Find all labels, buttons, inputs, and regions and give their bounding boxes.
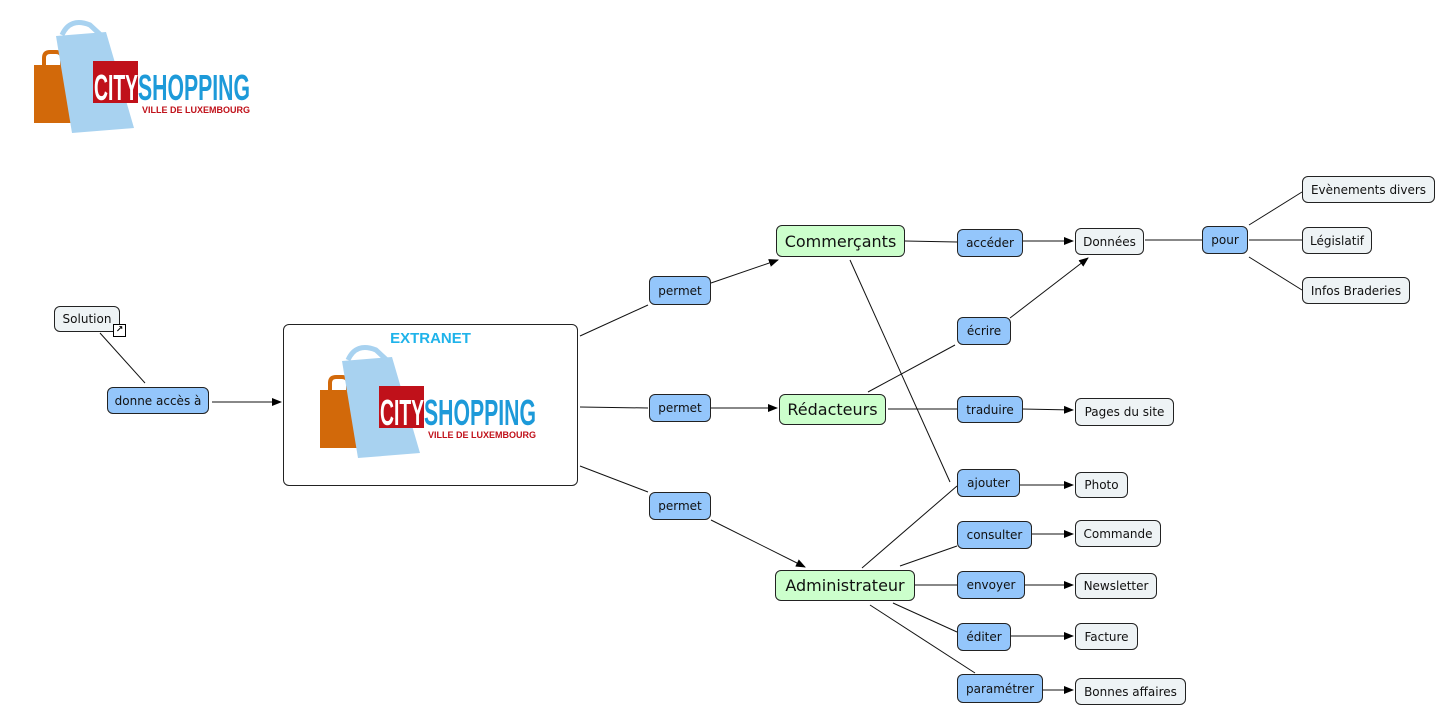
concept-legislatif[interactable]: Législatif [1302,227,1372,254]
concept-administrateur[interactable]: Administrateur [775,570,915,601]
extranet-node[interactable]: EXTRANET CITY SHOPPING VILLE DE LUXEMBOU… [283,324,578,486]
logo-shopping-text: SHOPPING [138,67,250,108]
logo-cityshopping: CITY SHOPPING VILLE DE LUXEMBOURG [34,20,250,133]
line-connector [579,304,649,337]
concept-braderies[interactable]: Infos Braderies [1302,277,1410,304]
concept-commande[interactable]: Commande [1075,520,1161,547]
line-connector [99,332,146,384]
link-phrase-permet2[interactable]: permet [649,394,711,422]
line-connector [1248,256,1303,291]
line-connector [579,465,649,493]
arrow-connector [1009,257,1089,319]
link-phrase-consulter[interactable]: consulter [957,521,1032,549]
extranet-title: EXTRANET [390,330,471,347]
line-connector [899,545,958,567]
link-phrase-acceder[interactable]: accéder [957,229,1023,257]
link-phrase-pour[interactable]: pour [1202,226,1248,254]
link-phrase-traduire[interactable]: traduire [957,396,1023,423]
concept-solution[interactable]: Solution [54,306,120,332]
line-connector [867,344,956,393]
logo-subtitle-text: VILLE DE LUXEMBOURG [428,430,536,440]
extranet-logo: CITY SHOPPING VILLE DE LUXEMBOURG [319,345,536,458]
logo-city-text: CITY [94,67,138,108]
arrow-connector [710,519,806,568]
concept-pages[interactable]: Pages du site [1075,398,1174,426]
link-phrase-ecrire[interactable]: écrire [957,317,1011,345]
link-phrase-ajouter[interactable]: ajouter [957,469,1020,497]
line-connector [892,602,958,633]
line-connector [849,259,951,483]
concept-bonnes[interactable]: Bonnes affaires [1075,678,1186,705]
concept-redacteurs[interactable]: Rédacteurs [779,394,886,425]
concept-evenements[interactable]: Evènements divers [1302,176,1435,203]
link-phrase-editer[interactable]: éditer [957,623,1011,651]
line-connector [1248,191,1303,226]
concept-newsletter[interactable]: Newsletter [1075,573,1157,599]
link-phrase-parametrer[interactable]: paramétrer [957,674,1043,703]
logo-subtitle-text: VILLE DE LUXEMBOURG [142,105,250,115]
concept-photo[interactable]: Photo [1075,472,1128,498]
line-connector [861,485,958,569]
logo-shopping-text: SHOPPING [424,392,536,433]
concept-facture[interactable]: Facture [1075,623,1138,650]
line-connector [579,406,649,409]
line-connector [869,604,976,674]
arrow-connector [1021,405,1074,414]
shortcut-arrow-icon[interactable]: ↗ [113,324,126,337]
concept-donnees[interactable]: Données [1075,228,1144,255]
link-phrase-envoyer[interactable]: envoyer [957,571,1025,599]
link-phrase-donne[interactable]: donne accès à [107,387,209,414]
link-phrase-permet1[interactable]: permet [649,276,711,305]
link-phrase-permet3[interactable]: permet [649,492,711,520]
concept-commercants[interactable]: Commerçants [776,225,905,257]
arrow-connector [710,259,779,284]
logo-city-text: CITY [380,392,424,433]
line-connector [904,240,958,243]
